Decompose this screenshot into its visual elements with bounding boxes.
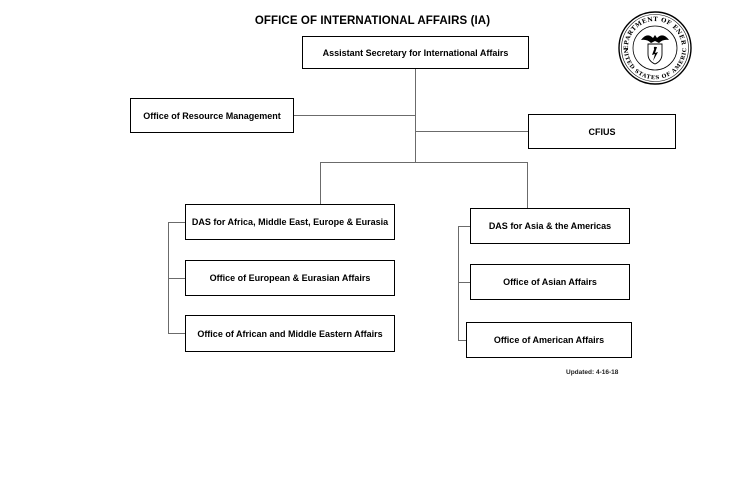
connector-right-tick-3	[458, 340, 466, 342]
connector-right-drop	[527, 162, 529, 208]
connector-cfius	[415, 131, 528, 133]
box-das-africa: DAS for Africa, Middle East, Europe & Eu…	[185, 204, 395, 240]
box-resource-management: Office of Resource Management	[130, 98, 294, 133]
box-african-affairs: Office of African and Middle Eastern Aff…	[185, 315, 395, 352]
connector-left-tick-2	[168, 278, 185, 280]
connector-trunk	[415, 68, 417, 162]
connector-right-tick-1	[458, 226, 470, 228]
box-american-affairs: Office of American Affairs	[466, 322, 632, 358]
box-das-asia: DAS for Asia & the Americas	[470, 208, 630, 244]
connector-right-rail	[458, 226, 460, 341]
connector-left-tick-3	[168, 333, 185, 335]
box-european-affairs: Office of European & Eurasian Affairs	[185, 260, 395, 296]
connector-split	[320, 162, 528, 164]
connector-left-drop	[320, 162, 322, 204]
connector-resource-management	[294, 115, 415, 117]
connector-left-tick-1	[168, 222, 185, 224]
box-asian-affairs: Office of Asian Affairs	[470, 264, 630, 300]
doe-seal-icon: DEPARTMENT OF ENERGY UNITED STATES OF AM…	[617, 10, 692, 85]
box-assistant-secretary: Assistant Secretary for International Af…	[302, 36, 529, 69]
connector-right-tick-2	[458, 282, 470, 284]
updated-date: Updated: 4-16-18	[566, 369, 619, 376]
box-cfius: CFIUS	[528, 114, 676, 149]
chart-title: OFFICE OF INTERNATIONAL AFFAIRS (IA)	[254, 15, 491, 27]
connector-left-rail	[168, 222, 170, 333]
